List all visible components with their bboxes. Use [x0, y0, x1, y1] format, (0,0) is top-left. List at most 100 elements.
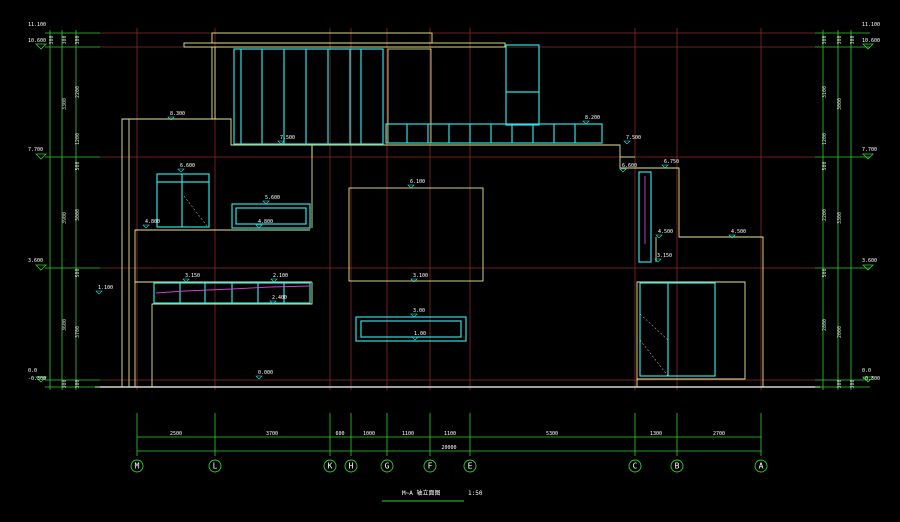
left-elevation-label: 10.600 — [28, 38, 46, 44]
level-triangles — [35, 43, 874, 383]
right-dim-label: 300 — [837, 35, 843, 44]
left-dim-label: 500 — [75, 161, 81, 170]
level-mark-triangle — [255, 375, 263, 380]
level-mark-triangle — [407, 184, 415, 189]
level-mark-triangle — [623, 140, 631, 145]
right-dimension-chain — [815, 30, 870, 390]
axis-label-K: K — [328, 462, 333, 471]
level-mark-label: 6.600 — [180, 163, 195, 169]
right-dim-label: 1200 — [822, 133, 828, 145]
level-mark-triangle — [410, 313, 418, 318]
level-mark-label: 3.150 — [657, 253, 672, 259]
level-mark-label: 3.100 — [413, 273, 428, 279]
left-dim-label: 1200 — [75, 133, 81, 145]
right-dim-label: 300 — [850, 379, 856, 388]
level-mark-label: 7.500 — [280, 135, 295, 141]
axis-bubble-C — [628, 459, 642, 473]
accent-lines — [155, 176, 646, 294]
level-mark-label: 5.600 — [265, 195, 280, 201]
level-mark-label: 7.500 — [626, 135, 641, 141]
level-mark-triangle — [270, 278, 278, 283]
level-mark-triangle — [255, 224, 263, 229]
right-dim-label: 2200 — [822, 209, 828, 221]
dim-segment: 3700 — [266, 431, 278, 437]
level-mark-triangle — [661, 164, 669, 169]
title-block: M~A 轴立面图 1:50 — [382, 489, 483, 502]
dim-segment: 5300 — [546, 431, 558, 437]
right-elevation-label: 3.600 — [862, 258, 877, 264]
level-mark-triangle — [277, 140, 285, 145]
drawing-scale: 1:50 — [468, 490, 483, 497]
level-mark-label: 8.200 — [585, 115, 600, 121]
level-mark-label: 1.00 — [414, 331, 426, 337]
level-mark-triangle — [262, 200, 270, 205]
dim-segment: 2700 — [713, 431, 725, 437]
level-mark-label: 8.300 — [170, 111, 185, 117]
axis-label-E: E — [468, 462, 473, 471]
right-dim-label: 2800 — [822, 319, 828, 331]
axis-bubble-H — [344, 459, 358, 473]
building-outline — [121, 32, 764, 387]
left-dimension-chain — [45, 30, 100, 390]
level-mark-triangle — [167, 116, 175, 121]
axis-bubble-F — [423, 459, 437, 473]
left-dim-label: 300 — [75, 35, 81, 44]
dim-segment: 1300 — [650, 431, 662, 437]
left-dim-label: 300 — [62, 35, 68, 44]
level-mark-label: 2.100 — [273, 273, 288, 279]
left-elevation-label: 7.700 — [28, 147, 43, 153]
right-dim-label: 300 — [850, 35, 856, 44]
axis-bubble-L — [208, 459, 222, 473]
level-mark-label: 4.500 — [731, 229, 746, 235]
level-mark-label: 2.400 — [272, 295, 287, 301]
bottom-dimension-chain — [136, 413, 762, 456]
level-mark-triangle — [95, 290, 103, 295]
left-dim-label: 3000 — [75, 209, 81, 221]
left-elevation-label: -0.300 — [28, 376, 46, 382]
axis-bubble-E — [463, 459, 477, 473]
left-dim-label: 3700 — [75, 326, 81, 338]
dim-total: 20000 — [441, 445, 456, 451]
level-mark-label: 4.500 — [658, 229, 673, 235]
left-dim-label: 2200 — [75, 86, 81, 98]
left-dim-label: 3600 — [62, 319, 68, 331]
dim-segment: 600 — [335, 431, 344, 437]
left-elevation-label: 3.600 — [28, 258, 43, 264]
left-dim-label: 3900 — [62, 212, 68, 224]
axis-bubble-G — [380, 459, 394, 473]
right-elevation-label: 10.600 — [862, 38, 880, 44]
right-dim-label: 3100 — [822, 86, 828, 98]
axis-bubble-K — [323, 459, 337, 473]
left-dim-label: 500 — [75, 268, 81, 277]
axis-label-A: A — [759, 462, 764, 471]
right-dim-label: 3000 — [837, 98, 843, 110]
level-mark-triangle — [728, 234, 736, 239]
level-mark-label: 3.150 — [185, 273, 200, 279]
dim-segment: 2500 — [170, 431, 182, 437]
level-mark-label: 6.750 — [664, 159, 679, 165]
axis-label-H: H — [349, 462, 354, 471]
left-dim-label: 300 — [62, 379, 68, 388]
level-mark-triangle — [269, 300, 277, 305]
left-dim-label: 3300 — [62, 98, 68, 110]
axis-grid-lines — [136, 28, 762, 390]
right-elevation-label: 0.0 — [862, 368, 871, 374]
right-dim-label: 3300 — [837, 212, 843, 224]
dim-segment: 1100 — [444, 431, 456, 437]
right-dim-label: 300 — [837, 379, 843, 388]
level-mark-triangle — [410, 278, 418, 283]
level-mark-label: 3.00 — [413, 308, 425, 314]
axis-label-C: C — [633, 462, 638, 471]
right-elevation-label: 11.100 — [862, 22, 880, 28]
level-mark-label: 6.100 — [410, 179, 425, 185]
axis-label-L: L — [213, 462, 218, 471]
axis-label-M: M — [135, 462, 140, 471]
level-mark-label: 4.800 — [258, 219, 273, 225]
right-dim-label: 300 — [822, 35, 828, 44]
level-mark-triangle — [619, 168, 627, 173]
axis-label-F: F — [428, 462, 433, 471]
right-dim-label: 2000 — [837, 326, 843, 338]
level-mark-label: 4.800 — [145, 219, 160, 225]
